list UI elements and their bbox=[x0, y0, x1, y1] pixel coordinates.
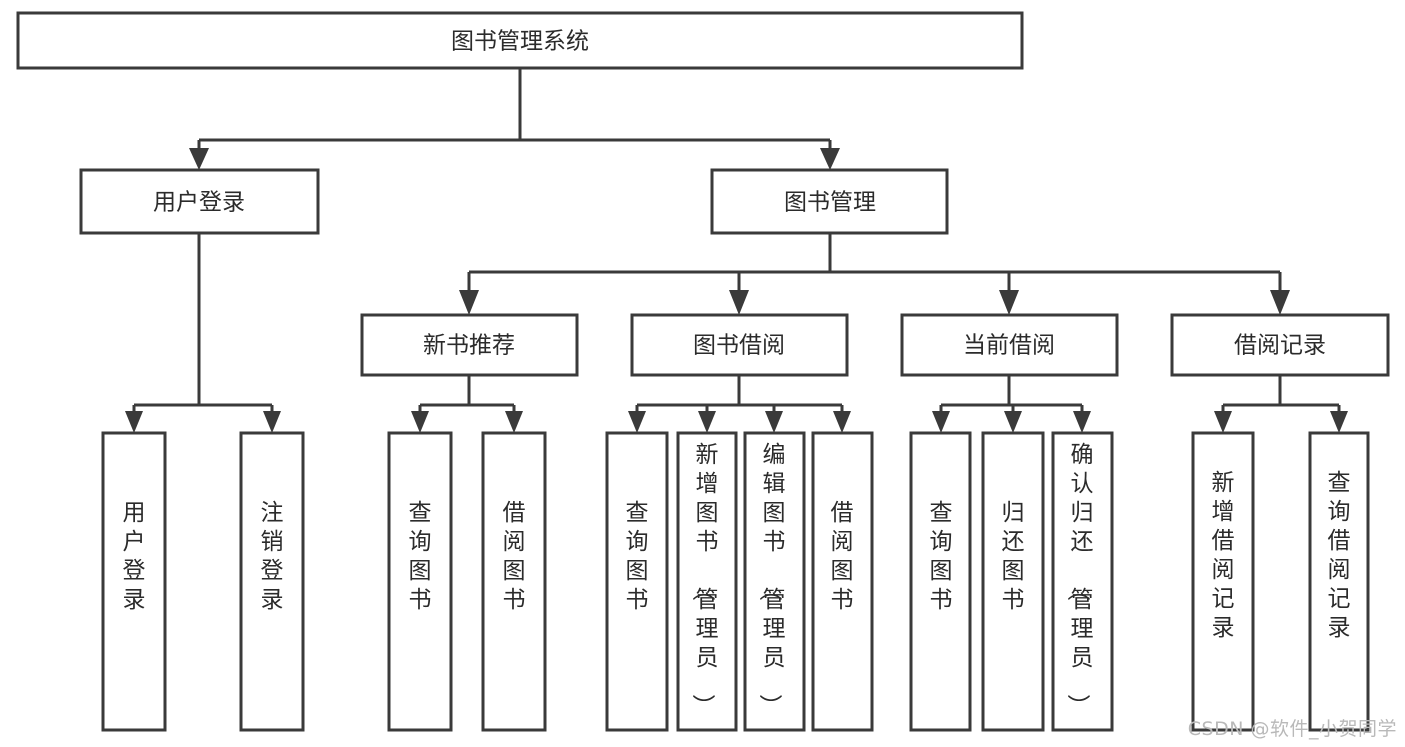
leaf-node-add-borrow-record[interactable]: 新增借阅记录 bbox=[1191, 431, 1255, 732]
connectors-current-borrow-to-leaves bbox=[932, 375, 1091, 433]
node-new-book-recommend[interactable]: 新书推荐 bbox=[360, 313, 579, 377]
leaf-node-borrow-book-label: 借阅图书 bbox=[831, 500, 854, 613]
node-current-borrow[interactable]: 当前借阅 bbox=[900, 313, 1119, 377]
leaf-node-logout[interactable]: 注销登录 bbox=[239, 431, 305, 732]
node-book-management-label: 图书管理 bbox=[784, 190, 876, 216]
csdn-watermark: CSDN @软件_小贺同学 bbox=[1187, 718, 1397, 740]
leaf-node-query-borrow-record-label: 查询借阅记录 bbox=[1328, 470, 1351, 641]
node-borrow-record-label: 借阅记录 bbox=[1234, 333, 1326, 359]
leaf-node-borrow-book[interactable]: 借阅图书 bbox=[811, 431, 874, 732]
leaf-node-borrow-book-recommend[interactable]: 借阅图书 bbox=[481, 431, 547, 732]
arrow-to-leaf-borrow-book-a bbox=[505, 411, 523, 433]
arrow-to-leaf-logout bbox=[263, 411, 281, 433]
node-book-borrow[interactable]: 图书借阅 bbox=[630, 313, 849, 377]
connectors-book-borrow-to-leaves bbox=[628, 375, 851, 433]
leaf-node-edit-book-box bbox=[743, 431, 806, 732]
leaf-node-user-login[interactable]: 用户登录 bbox=[101, 431, 167, 732]
node-current-borrow-box bbox=[900, 313, 1119, 377]
arrow-to-leaf-borrow-book-b bbox=[833, 411, 851, 433]
leaf-node-return-book[interactable]: 归还图书 bbox=[981, 431, 1045, 732]
arrow-to-leaf-edit-book bbox=[765, 411, 783, 433]
leaf-node-confirm-return-label: 确认归还（管理员） bbox=[1065, 442, 1094, 717]
leaf-node-query-borrow-record[interactable]: 查询借阅记录 bbox=[1308, 431, 1370, 732]
connectors-new-book-to-leaves bbox=[411, 375, 523, 433]
leaf-node-query-book-current-label: 查询图书 bbox=[930, 500, 953, 613]
leaf-node-query-book-current-box bbox=[909, 431, 972, 732]
leaf-node-return-book-label: 归还图书 bbox=[1002, 500, 1025, 613]
node-current-borrow-label: 当前借阅 bbox=[963, 333, 1055, 359]
leaf-node-edit-book-label: 编辑图书（管理员） bbox=[757, 442, 786, 717]
leaf-node-borrow-book-box bbox=[811, 431, 874, 732]
arrow-to-current-borrow bbox=[999, 290, 1019, 315]
arrow-to-leaf-query-book-c bbox=[932, 411, 950, 433]
leaf-node-query-book-borrow-label: 查询图书 bbox=[626, 500, 649, 613]
arrow-to-borrow-record bbox=[1270, 290, 1290, 315]
node-borrow-record-box bbox=[1170, 313, 1390, 377]
arrow-to-book-borrow bbox=[729, 290, 749, 315]
leaf-node-logout-label: 注销登录 bbox=[261, 500, 284, 613]
leaf-node-borrow-book-recommend-label: 借阅图书 bbox=[503, 500, 526, 613]
leaf-node-edit-book[interactable]: 编辑图书（管理员） bbox=[743, 431, 806, 732]
node-book-management-box bbox=[710, 168, 949, 235]
arrow-to-leaf-add-record bbox=[1214, 411, 1232, 433]
leaf-node-query-book-recommend-label: 查询图书 bbox=[409, 500, 432, 613]
arrow-to-book-mgmt bbox=[820, 148, 840, 170]
leaf-node-add-book[interactable]: 新增图书（管理员） bbox=[676, 431, 738, 732]
leaf-node-query-book-recommend[interactable]: 查询图书 bbox=[387, 431, 453, 732]
node-new-book-recommend-box bbox=[360, 313, 579, 377]
arrow-to-new-book-recommend bbox=[459, 290, 479, 315]
arrow-to-leaf-query-book-b bbox=[628, 411, 646, 433]
arrow-to-leaf-query-record bbox=[1330, 411, 1348, 433]
arrow-to-leaf-return-book bbox=[1004, 411, 1022, 433]
arrow-to-user-login bbox=[189, 148, 209, 170]
node-user-login-box bbox=[79, 168, 320, 235]
connectors-user-login-to-leaves bbox=[125, 233, 281, 433]
leaf-node-add-borrow-record-box bbox=[1191, 431, 1255, 732]
leaf-node-user-login-label: 用户登录 bbox=[123, 500, 146, 613]
node-root-system[interactable]: 图书管理系统 bbox=[16, 11, 1024, 70]
node-root-system-box bbox=[16, 11, 1024, 70]
node-book-borrow-label: 图书借阅 bbox=[693, 333, 785, 359]
arrow-to-leaf-confirm-return bbox=[1073, 411, 1091, 433]
arrow-to-leaf-add-book bbox=[698, 411, 716, 433]
node-new-book-recommend-label: 新书推荐 bbox=[423, 333, 515, 359]
connectors-book-mgmt-to-level3 bbox=[459, 233, 1290, 315]
leaf-node-query-book-recommend-box bbox=[387, 431, 453, 732]
node-borrow-record[interactable]: 借阅记录 bbox=[1170, 313, 1390, 377]
leaf-node-return-book-box bbox=[981, 431, 1045, 732]
leaf-node-add-book-label: 新增图书（管理员） bbox=[690, 442, 719, 717]
leaf-node-confirm-return[interactable]: 确认归还（管理员） bbox=[1051, 431, 1114, 732]
node-user-login[interactable]: 用户登录 bbox=[79, 168, 320, 235]
leaf-nodes-group: 用户登录 注销登录 查询图书 借阅图书 查询图书 新增图书（管理员） bbox=[101, 431, 1370, 732]
node-book-borrow-box bbox=[630, 313, 849, 377]
leaf-node-borrow-book-recommend-box bbox=[481, 431, 547, 732]
leaf-node-query-book-borrow[interactable]: 查询图书 bbox=[605, 431, 669, 732]
leaf-node-query-book-current[interactable]: 查询图书 bbox=[909, 431, 972, 732]
leaf-node-user-login-box bbox=[101, 431, 167, 732]
leaf-node-query-borrow-record-box bbox=[1308, 431, 1370, 732]
leaf-node-query-book-borrow-box bbox=[605, 431, 669, 732]
node-book-management[interactable]: 图书管理 bbox=[710, 168, 949, 235]
leaf-node-confirm-return-box bbox=[1051, 431, 1114, 732]
node-user-login-label: 用户登录 bbox=[153, 190, 245, 216]
arrow-to-leaf-query-book-a bbox=[411, 411, 429, 433]
leaf-node-logout-box bbox=[239, 431, 305, 732]
leaf-node-add-book-box bbox=[676, 431, 738, 732]
leaf-node-add-borrow-record-label: 新增借阅记录 bbox=[1212, 470, 1235, 641]
node-root-system-label: 图书管理系统 bbox=[451, 29, 589, 55]
connectors-root-to-level2 bbox=[189, 68, 840, 170]
arrow-to-leaf-user-login bbox=[125, 411, 143, 433]
connectors-borrow-record-to-leaves bbox=[1214, 375, 1348, 433]
